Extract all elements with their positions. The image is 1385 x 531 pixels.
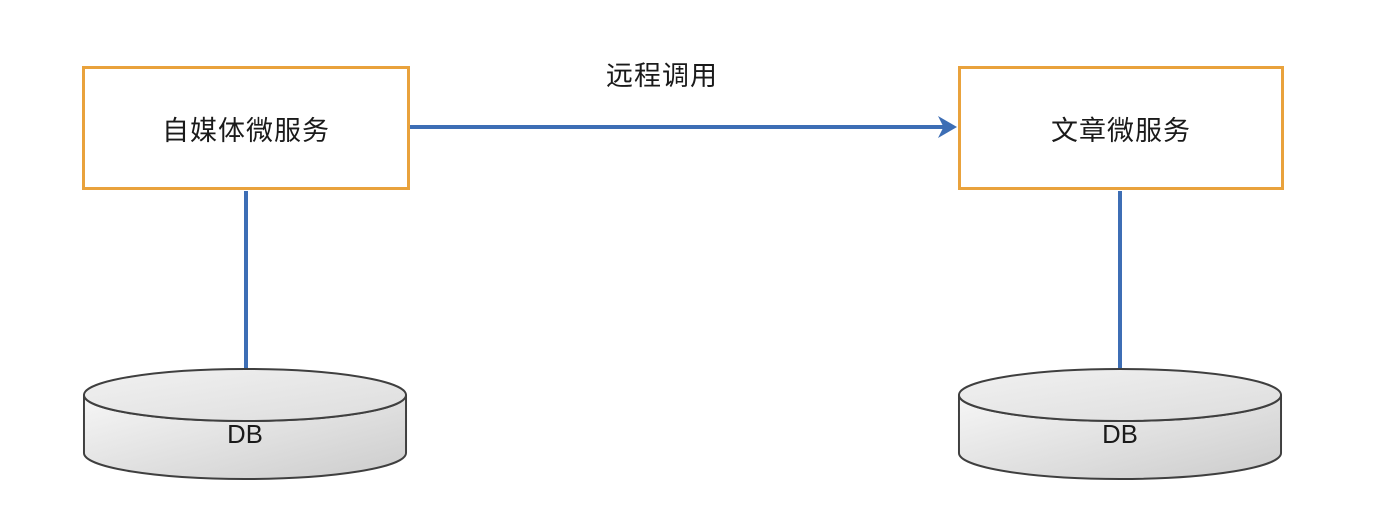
node-self-media-service-label: 自媒体微服务: [162, 115, 330, 146]
remote-call-arrow: [410, 116, 957, 138]
edge-label-remote-call: 远程调用: [606, 61, 718, 91]
node-article-service: 文章微服务: [958, 66, 1284, 190]
node-article-service-label: 文章微服务: [1051, 115, 1191, 146]
cylinder-top: [957, 368, 1283, 422]
cylinder-top: [82, 368, 408, 422]
database-cylinder-left: DB: [82, 368, 408, 480]
connector-self-media-to-db: [244, 191, 248, 370]
connector-article-to-db: [1118, 191, 1122, 370]
database-cylinder-right: DB: [957, 368, 1283, 480]
db-label-right: DB: [1102, 421, 1138, 449]
node-self-media-service: 自媒体微服务: [82, 66, 410, 190]
arrowhead-icon: [938, 116, 957, 138]
db-label-left: DB: [227, 421, 263, 449]
